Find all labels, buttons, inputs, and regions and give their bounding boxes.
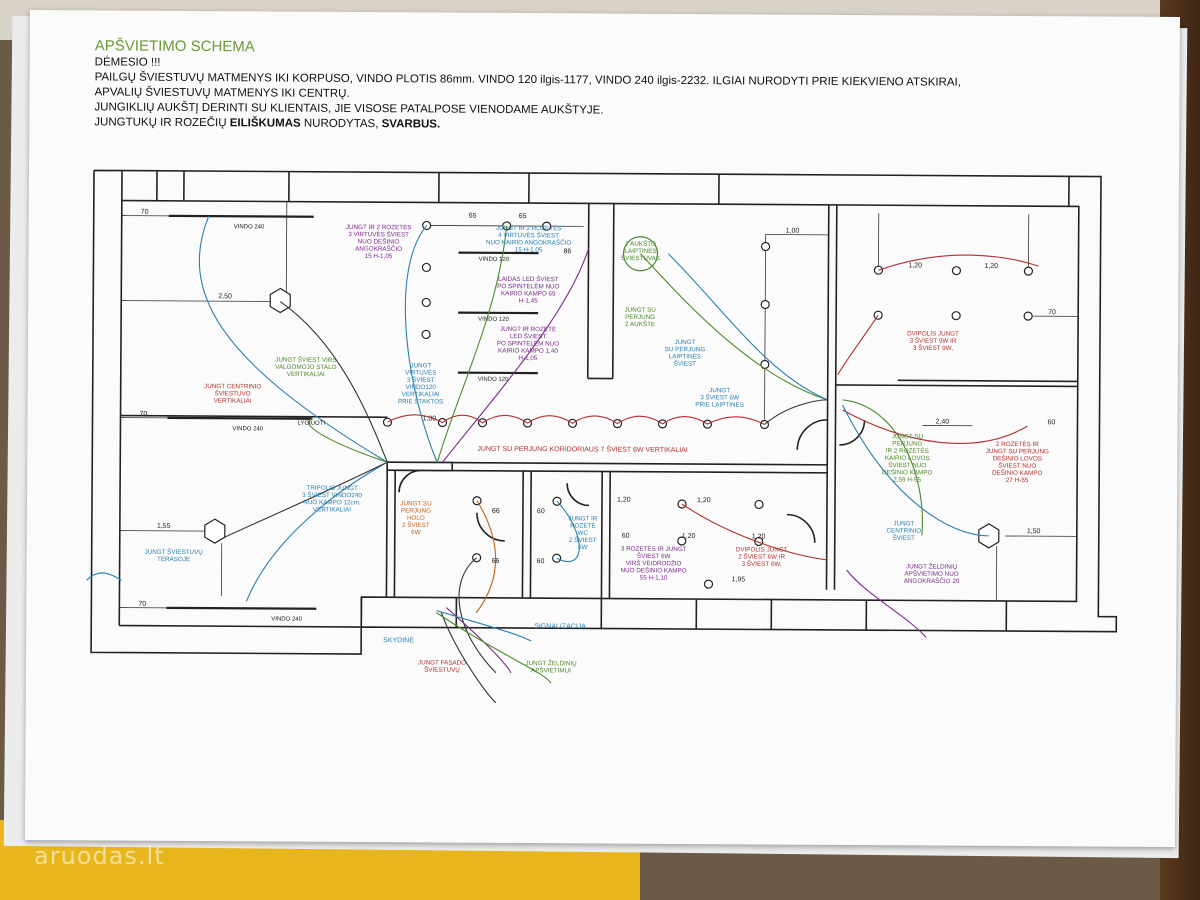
dim-100: 1,00	[422, 415, 436, 422]
linear-luminaires	[166, 214, 539, 610]
dim-60: 60	[1047, 419, 1055, 426]
vindo240-label-2: VINDO 240	[232, 426, 263, 432]
vindo240-label-3: VINDO 240	[271, 616, 302, 622]
dim-60: 60	[622, 533, 630, 540]
dim-120: 1,20	[908, 262, 922, 269]
corridor-label: JUNGT SU PERJUNG KORIDORIAUS 7 ŠVIEST 6W…	[477, 444, 688, 454]
dim-240: 2,40	[935, 419, 949, 426]
lygiuoti-label: LYGIUOTI	[297, 421, 325, 427]
floor-plan: VINDO 240 VINDO 240 VINDO 240 VINDO 120 …	[86, 169, 1118, 704]
dim-60: 60	[537, 558, 545, 565]
dim-150: 1,50	[1027, 528, 1041, 535]
vindo120-label-1: VINDO 120	[478, 257, 509, 263]
dim-155: 1,55	[157, 523, 171, 530]
dim-66: 66	[492, 558, 500, 565]
dim-250: 2,50	[218, 293, 232, 300]
drawing-sheet: APŠVIETIMO SCHEMA DĖMESIO !!! PAILGŲ ŠVI…	[24, 10, 1180, 848]
plan-labels: VINDO 240 VINDO 240 VINDO 240 VINDO 120 …	[138, 209, 1056, 645]
walls	[90, 169, 1118, 655]
vindo240-label-1: VINDO 240	[234, 224, 265, 230]
dim-70: 70	[141, 209, 149, 216]
dim-120: 1,20	[617, 497, 631, 504]
dim-70: 70	[1048, 309, 1056, 316]
dim-65: 65	[519, 213, 527, 220]
dim-195: 1,95	[732, 576, 746, 583]
skydine-label: SKYDINĖ	[383, 635, 414, 644]
vindo120-label-3: VINDO 120	[478, 377, 509, 383]
dim-100: 1,00	[786, 228, 800, 235]
dim-86: 86	[564, 248, 572, 255]
dim-70: 70	[140, 411, 148, 418]
watermark-logo: aruodas.lt	[34, 842, 165, 870]
dim-60: 60	[537, 508, 545, 515]
vindo120-label-2: VINDO 120	[478, 317, 509, 323]
dim-120: 1,20	[697, 497, 711, 504]
dimension-lines	[119, 201, 1079, 609]
signalizacija-label: SIGNALIZACIJA	[534, 623, 586, 630]
wiring	[86, 215, 1039, 704]
dim-65: 65	[469, 213, 477, 220]
dim-120: 1,20	[682, 533, 696, 540]
dim-70: 70	[138, 601, 146, 608]
dim-66: 66	[492, 508, 500, 515]
dim-120: 1,20	[752, 533, 766, 540]
dim-120: 1,20	[984, 263, 998, 270]
